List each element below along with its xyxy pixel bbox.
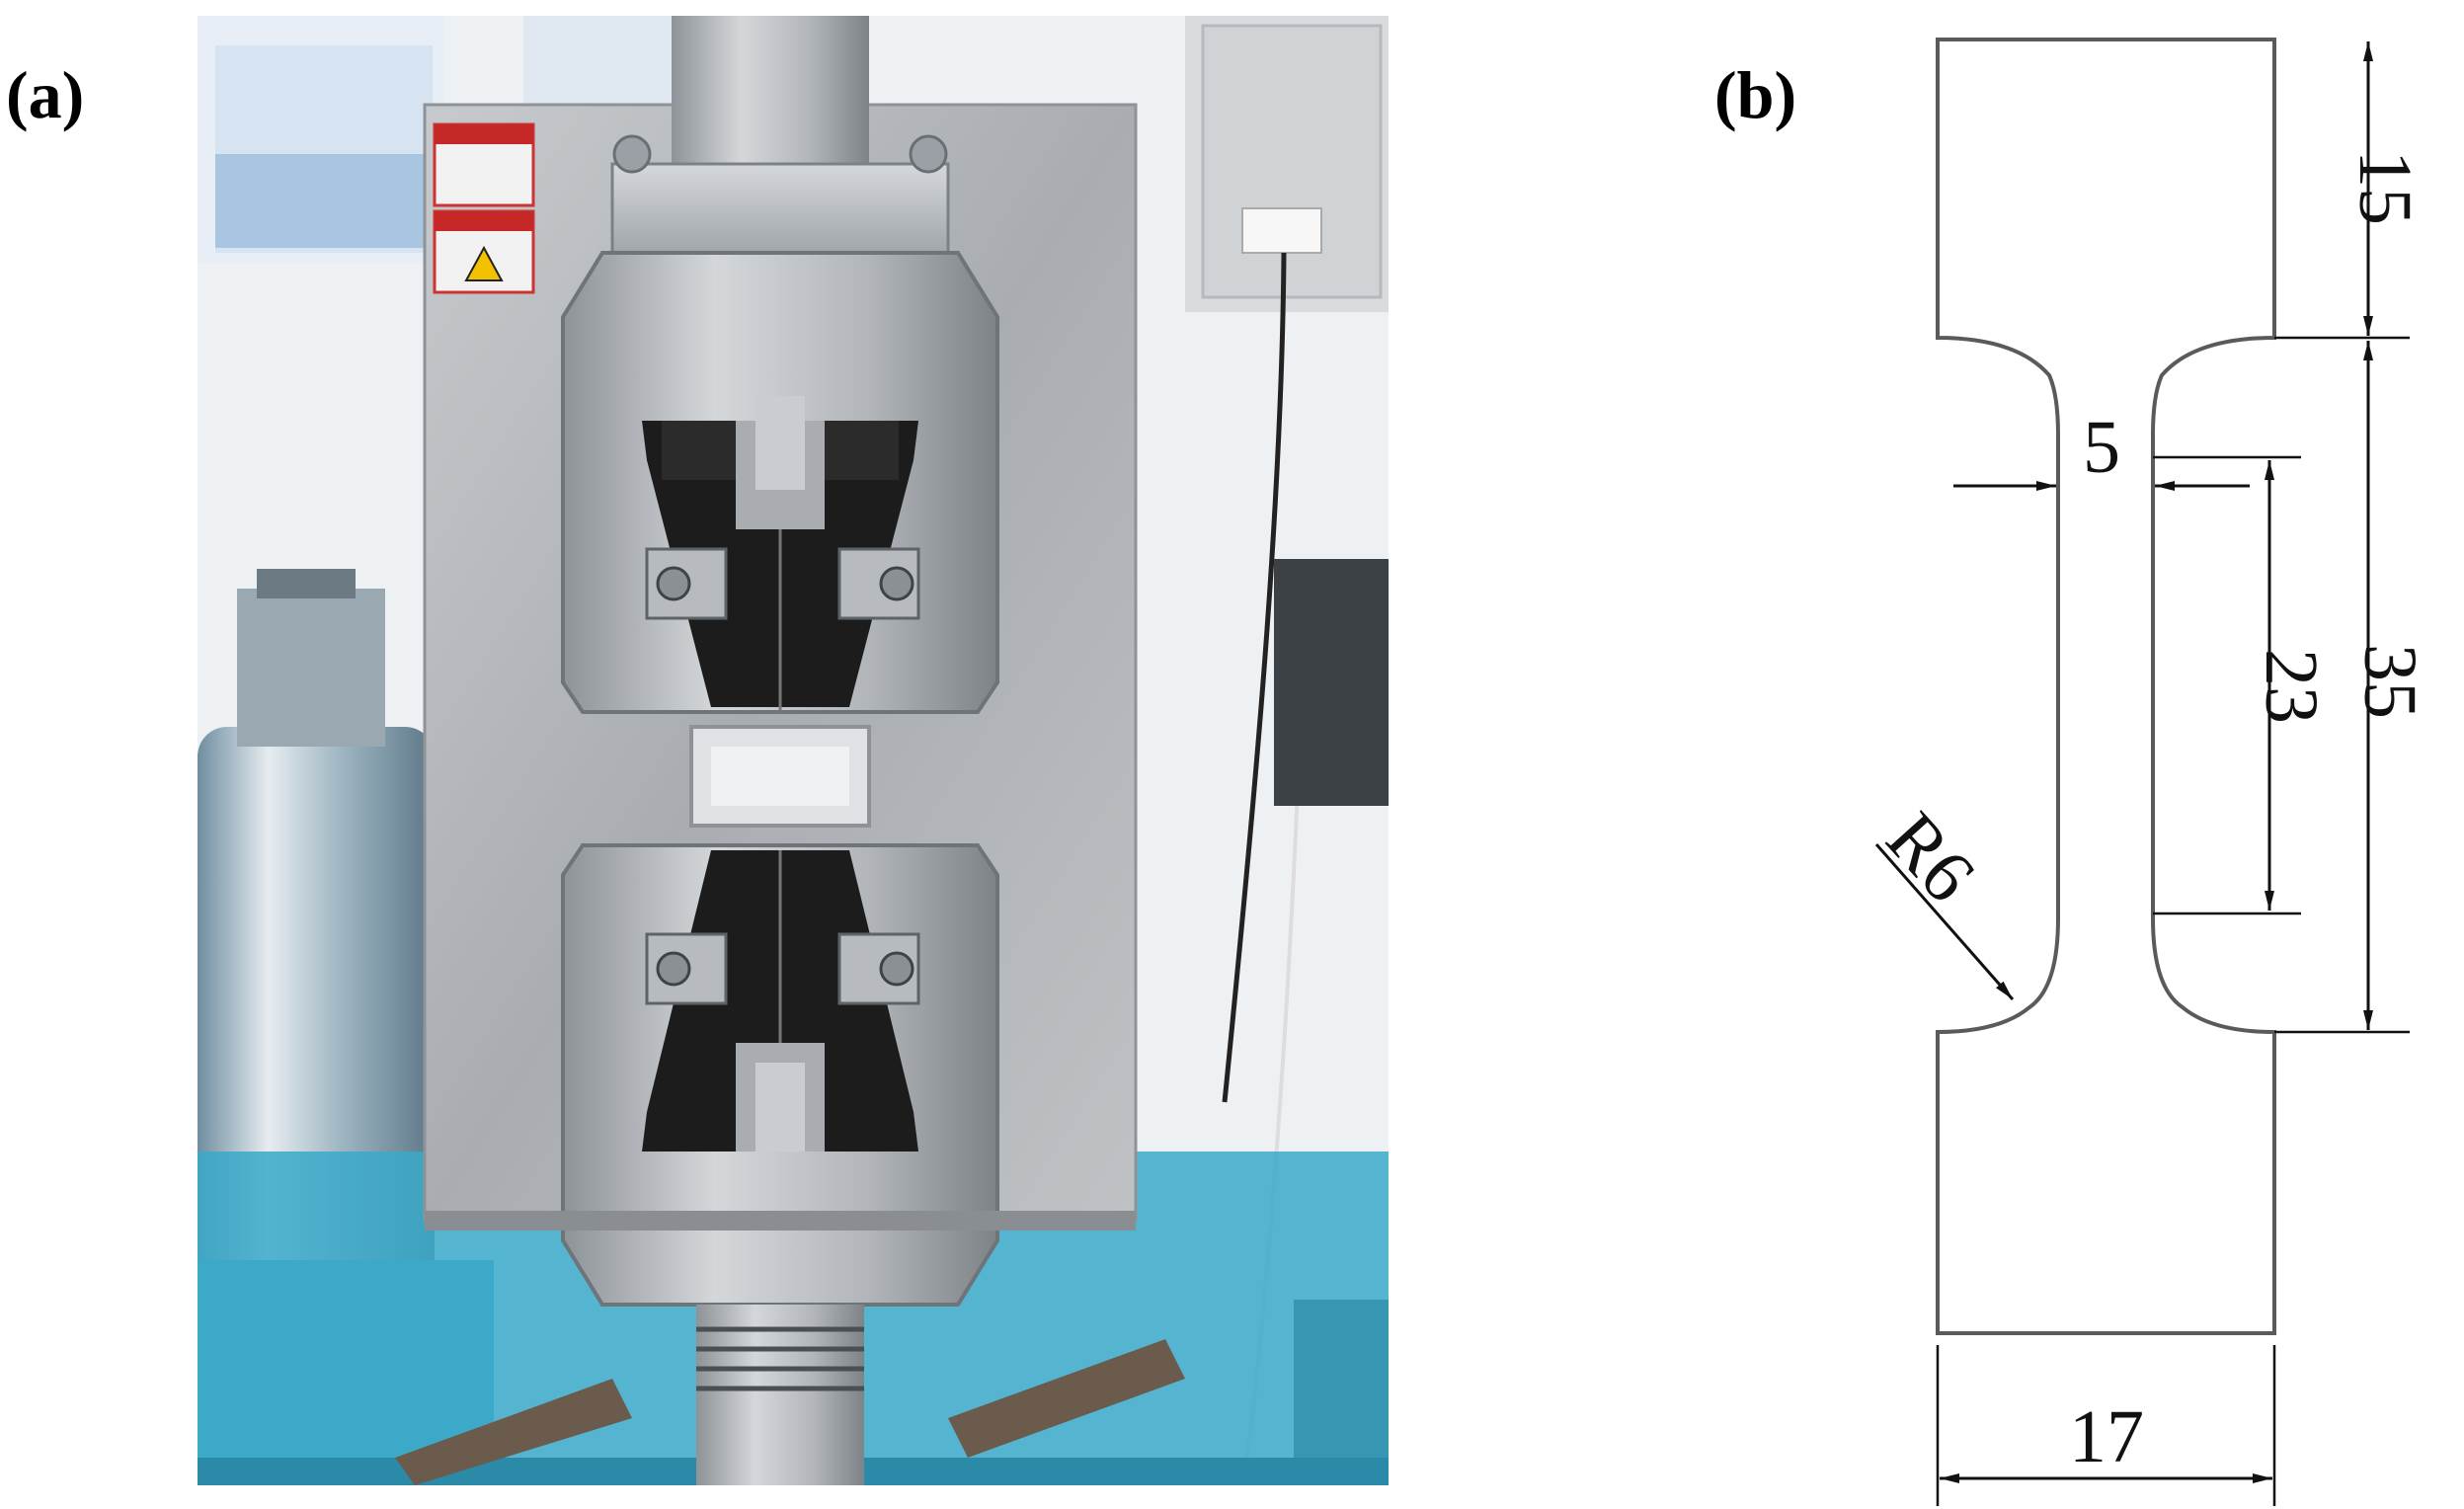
power-socket [1241, 207, 1322, 254]
tensile-tester-photo [198, 16, 1389, 1485]
extension-lines [1936, 336, 2410, 1506]
panel-label-a: (a) [6, 57, 85, 132]
dim-neck-length: 35 [2348, 644, 2431, 719]
dim-gauge-width: 5 [2083, 406, 2120, 489]
dim-grip-length: 15 [2344, 150, 2426, 225]
controller-box [1274, 559, 1389, 806]
load-column [672, 16, 869, 164]
panel-label-b: (b) [1714, 57, 1797, 132]
leader-fillet-radius [1874, 843, 2015, 1000]
dim-fillet-radius: R6 [1870, 797, 1991, 917]
handle-left [395, 1379, 632, 1485]
dim-gauge-length: 23 [2250, 649, 2333, 724]
handle-right [948, 1339, 1185, 1458]
dim-total-width: 17 [2069, 1395, 2144, 1478]
threaded-rod [696, 1305, 864, 1485]
specimen-outline [1936, 38, 2276, 1335]
